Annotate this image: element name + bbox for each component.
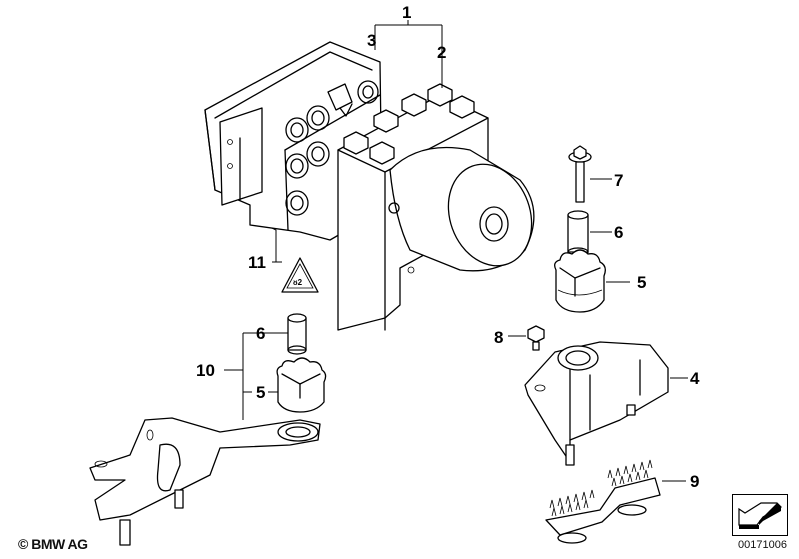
vibration-damper-part[interactable] [545, 459, 661, 544]
callout-9[interactable]: 9 [690, 472, 699, 491]
callout-7[interactable]: 7 [614, 171, 623, 190]
callout-11[interactable]: 11 [248, 253, 266, 272]
hex-bolt-part[interactable] [527, 325, 545, 351]
hydraulic-unit-part[interactable] [337, 83, 545, 331]
bushing-right-part[interactable] [567, 210, 589, 257]
callout-4[interactable]: 4 [690, 369, 700, 388]
callout-8[interactable]: 8 [494, 328, 503, 347]
diagram-number: 00171006 [738, 539, 787, 551]
svg-text:ᴕ2: ᴕ2 [293, 278, 303, 287]
leader-lines [224, 20, 688, 482]
bolt-part[interactable] [568, 145, 592, 203]
callout-2[interactable]: 2 [437, 43, 446, 62]
callout-6-left[interactable]: 6 [256, 324, 265, 343]
rubber-mount-left-part[interactable] [276, 357, 327, 413]
rubber-mount-right-part[interactable] [554, 249, 606, 313]
arrow-back-icon[interactable] [732, 494, 788, 536]
copyright-notice: © BMW AG [18, 536, 88, 552]
warning-label-part[interactable]: ᴕ2 [281, 257, 319, 293]
callout-5-right[interactable]: 5 [637, 273, 646, 292]
bracket-left-part[interactable] [89, 417, 321, 546]
callout-6-right[interactable]: 6 [614, 223, 623, 242]
bracket-part[interactable] [524, 341, 669, 466]
callout-labels: 1 2 3 4 5 5 6 6 7 8 9 10 11 [196, 3, 700, 491]
callout-10[interactable]: 10 [196, 361, 215, 380]
callout-3[interactable]: 3 [367, 31, 376, 50]
callout-5-left[interactable]: 5 [256, 383, 265, 402]
bushing-left-part[interactable] [287, 313, 307, 355]
callout-1[interactable]: 1 [402, 3, 411, 22]
